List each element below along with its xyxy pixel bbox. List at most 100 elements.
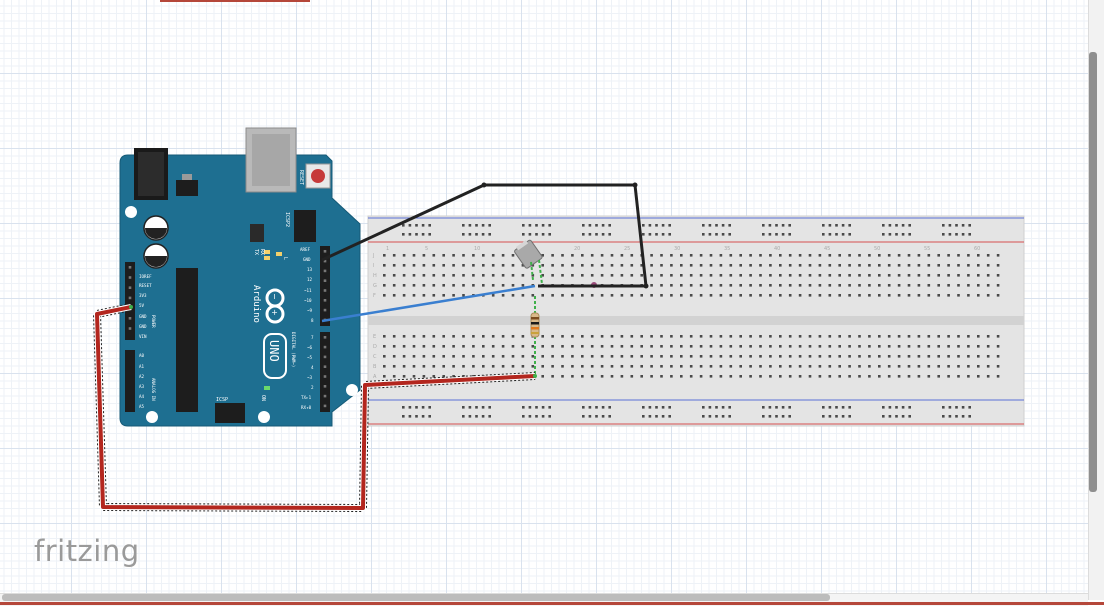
row-letter: F [373,293,376,299]
row-letter: A [373,374,377,380]
wire-endpoint[interactable] [129,305,133,309]
tx-led [264,250,270,254]
arduino-logo-icon: − + [265,288,285,324]
tab-indicator [160,0,310,2]
wire-bendpoint [632,182,638,188]
pin-label: ~3 [307,375,313,380]
column-number: 1 [386,246,389,252]
column-number: 20 [574,246,580,252]
status-divider [0,602,1104,605]
arduino-uno-board[interactable]: RESET ICSP2 TX RX L − + Arduino UNO ON [119,127,361,427]
pin-label: A2 [139,374,145,379]
breadboard-holes [383,254,1000,378]
resistor[interactable] [530,312,540,338]
l-led [276,252,282,256]
analog-header [125,350,135,412]
pin-label: AREF [300,247,311,252]
icsp-header [215,403,245,423]
power-section-label: POWER [151,315,156,328]
icsp-label: ICSP [216,397,228,403]
row-letter: H [373,273,377,279]
svg-text:−: − [270,293,279,300]
pin-label: VIN [139,334,147,339]
breadboard[interactable]: J I H G F E D C B A 1 5 10 15 20 25 30 3… [367,215,1025,427]
power-wire-core [95,305,536,510]
microcontroller-chip [176,268,198,412]
brand-label: Arduino [251,285,261,323]
rx-label: RX [259,249,265,255]
digital-header-top [320,246,330,326]
tilt-sensor[interactable] [513,238,543,269]
svg-text:UNO: UNO [267,340,281,362]
usb-chip [250,224,264,242]
breadboard-row-letters: J I H G F E D C B A [372,253,377,380]
pin-label: ~5 [307,355,313,360]
column-number: 35 [724,246,730,252]
pin-label: 7 [311,335,314,340]
column-number: 30 [674,246,680,252]
mounting-hole [146,411,158,423]
wire-bendpoint [481,182,487,188]
pin-label: A0 [139,353,145,358]
signal-wire[interactable] [321,284,536,323]
l-label: L [282,257,288,260]
pin-label: A4 [139,394,145,399]
digital-section-label: DIGITAL (PWM~) [291,332,296,367]
pin-label: RX◂0 [301,405,312,410]
row-letter: J [372,253,374,259]
pin-label: IOREF [139,274,152,279]
circuit-view: J I H G F E D C B A 1 5 10 15 20 25 30 3… [93,127,1025,512]
sensor-leg [530,261,534,281]
column-number: 5 [425,246,428,252]
svg-text:+: + [270,309,279,316]
column-number: 10 [474,246,480,252]
row-letter: I [373,263,374,269]
icsp2-header [294,210,316,242]
pin-label: A1 [139,364,145,369]
power-header [125,262,135,340]
on-label: ON [260,395,266,401]
horizontal-scrollbar-thumb[interactable] [2,594,830,601]
pin-label: RESET [139,283,152,288]
row-letter: D [373,344,377,350]
pin-label: GND [139,324,147,329]
vertical-scrollbar-thumb[interactable] [1089,52,1097,492]
mounting-hole [346,384,358,396]
wire-endpoint[interactable] [533,374,537,378]
pin-label: TX▸1 [301,395,312,400]
wire-bendpoint [643,283,649,289]
column-number: 45 [824,246,830,252]
row-letter: B [373,364,377,370]
pin-label: A3 [139,384,145,389]
mounting-hole [258,411,270,423]
column-number: 40 [774,246,780,252]
pin-label: 2 [311,385,314,390]
pin-label: ~10 [304,298,312,303]
rx-led [264,256,270,260]
sensor-leg [538,259,543,285]
column-number: 25 [624,246,630,252]
column-number: 50 [874,246,880,252]
pin-label: 3V3 [139,293,147,298]
pin-label: GND [303,257,311,262]
column-number: 60 [974,246,980,252]
column-number: 55 [924,246,930,252]
fritzing-logo: fritzing [34,534,140,568]
pin-label: 12 [307,277,313,282]
power-led [264,386,270,390]
row-letter: E [373,334,376,340]
row-letter: C [373,354,377,360]
digital-header-bottom [320,332,330,412]
pin-label: ~11 [304,288,312,293]
breadboard-rail-holes [402,224,971,418]
pin-label: ~9 [307,308,313,313]
pin-label: ~6 [307,345,313,350]
uno-badge: UNO [263,333,287,379]
pin-label: A5 [139,404,145,409]
row-letter: G [373,283,377,289]
analog-section-label: ANALOG IN [151,378,156,401]
voltage-regulator [176,180,198,196]
pin-label: 5V [139,303,145,308]
mounting-hole [125,206,137,218]
icsp2-label: ICSP2 [284,212,290,227]
